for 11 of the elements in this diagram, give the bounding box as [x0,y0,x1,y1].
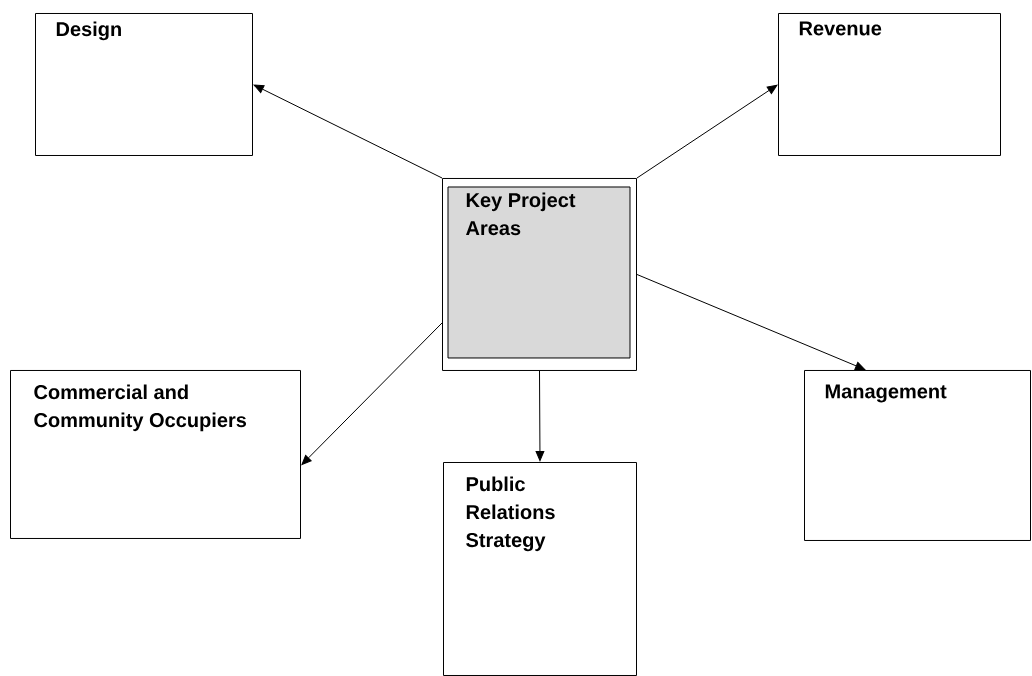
arrow [636,84,778,179]
arrow [253,84,443,179]
area-box: Design [35,13,253,156]
key-area-box: Key Project Areas [442,178,637,371]
arrow [301,322,443,466]
area-box: Commercial and Community Occupiers [10,370,301,539]
area-box: Public Relations Strategy [443,462,637,676]
area-box: Revenue [778,13,1001,156]
arrow [535,370,545,462]
arrow [636,274,866,371]
area-box: Management [804,370,1031,541]
